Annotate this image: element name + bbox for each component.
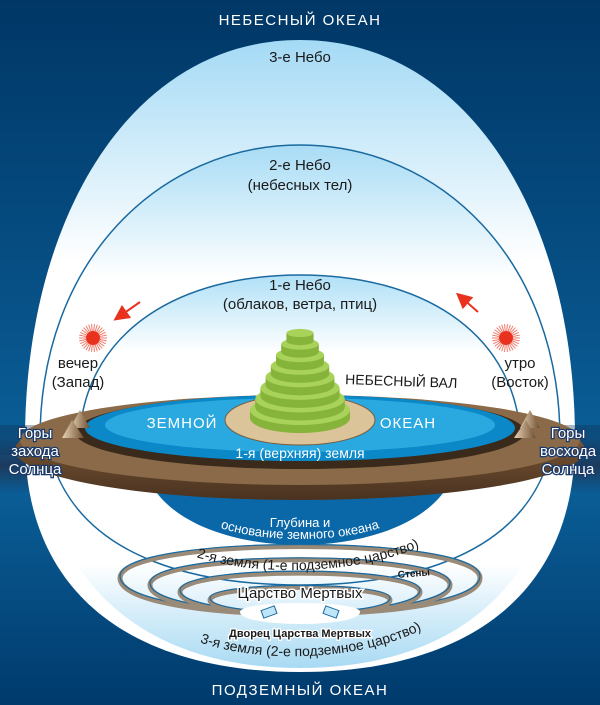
east-mountains-label-2: восхода <box>540 443 597 460</box>
evening-sun-icon <box>79 324 107 352</box>
east-mountains <box>514 410 540 438</box>
kingdom-of-dead-label: Царство Мертвых <box>238 585 363 602</box>
heavenly-ocean-title: НЕБЕСНЫЙ ОКЕАН <box>219 11 382 29</box>
world-mountain <box>250 328 350 433</box>
third-heaven-label: 3-е Небо <box>269 49 331 66</box>
west-mountains <box>62 410 90 438</box>
underworld-region <box>40 460 560 668</box>
east-mountains-label-1: Горы <box>551 425 586 442</box>
morning-label: утро <box>504 355 535 372</box>
first-heaven-label: 1-е Небо <box>269 277 331 294</box>
west-mountains-label-3: Солнца <box>9 461 62 478</box>
underworld-walls <box>117 543 483 617</box>
palace-of-dead-label: Дворец Царства Мертвых <box>229 628 372 640</box>
ocean-depth-label-1: Глубина и <box>270 515 331 530</box>
evening-label: вечер <box>58 355 98 372</box>
earth-ocean-label-left: ЗЕМНОЙ <box>147 414 218 432</box>
second-heaven-label: 2-е Небо <box>269 157 331 174</box>
first-heaven-sublabel: (облаков, ветра, птиц) <box>223 296 377 313</box>
first-earth-label: 1-я (верхняя) земля <box>235 445 364 461</box>
underground-ocean-title: ПОДЗЕМНЫЙ ОКЕАН <box>212 681 389 699</box>
morning-sun-icon <box>492 324 520 352</box>
west-mountains-label-1: Горы <box>18 425 53 442</box>
palace-of-dead <box>240 603 360 624</box>
walls-label: Стены <box>397 567 430 581</box>
east-mountains-label-3: Солнца <box>542 461 595 478</box>
west-mountains-label-2: захода <box>11 443 59 460</box>
mountain-tier <box>286 328 314 346</box>
west-motion-arrow-icon <box>113 301 141 321</box>
earth-ocean-label-right: ОКЕАН <box>380 415 436 432</box>
east-motion-arrow-icon <box>455 292 479 313</box>
second-heaven-sublabel: (небесных тел) <box>248 177 353 194</box>
east-label: (Восток) <box>491 374 548 391</box>
celestial-rampart-label: НЕБЕСНЫЙ ВАЛ <box>345 370 458 391</box>
west-label: (Запад) <box>52 374 105 391</box>
